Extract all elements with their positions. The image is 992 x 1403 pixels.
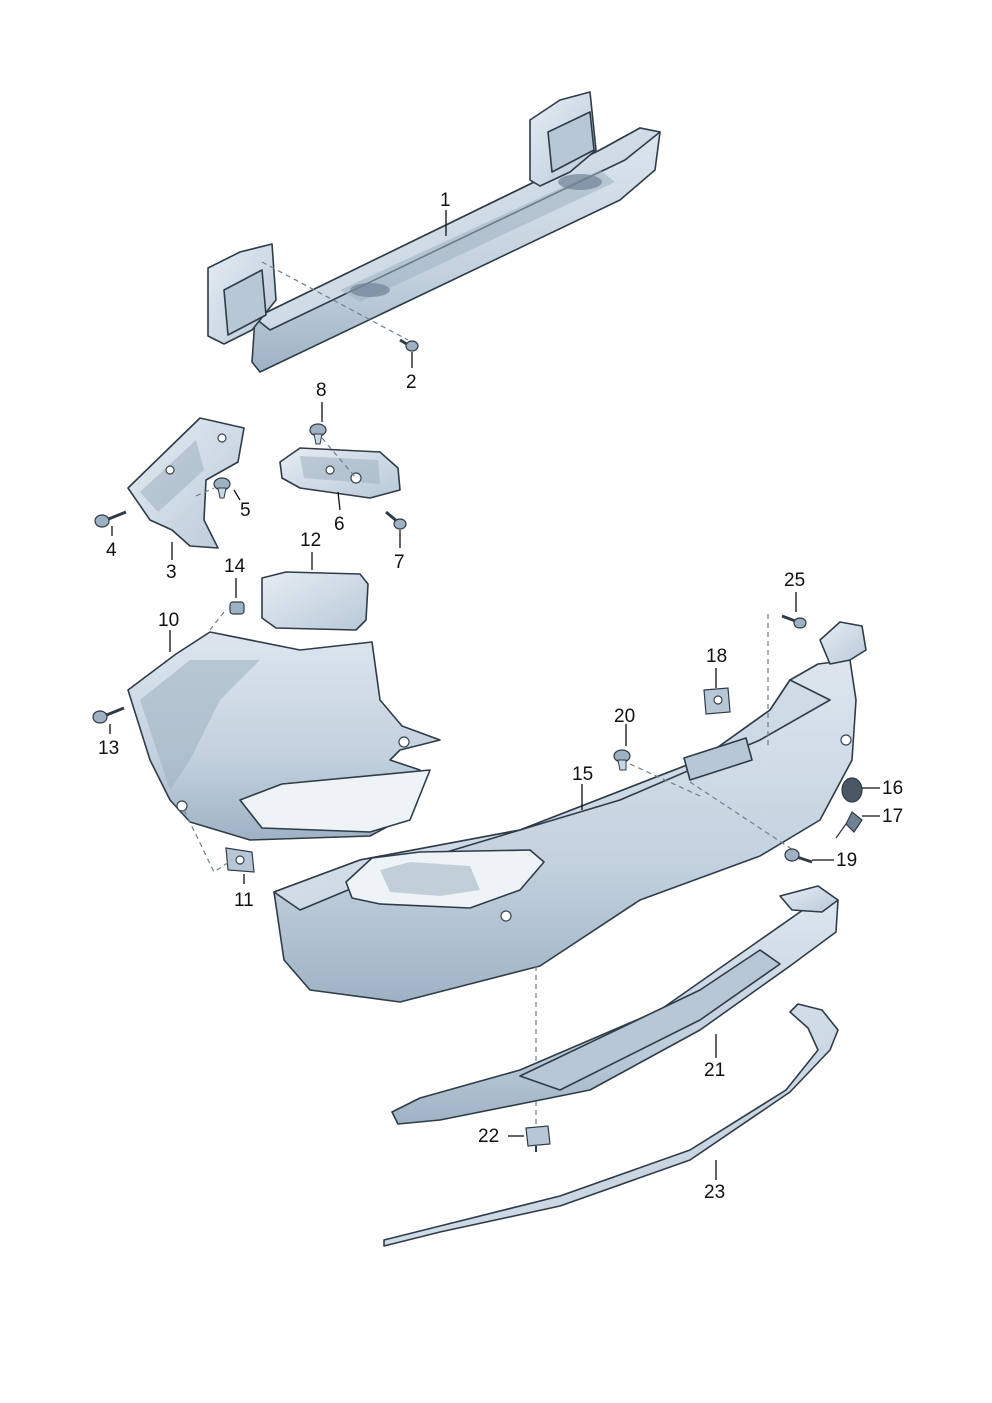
diffuser-21: [391, 885, 839, 1125]
callout-12: 12: [300, 530, 321, 551]
callout-18: 18: [706, 646, 727, 667]
nut-clip-11: [225, 847, 255, 873]
callout-19: 19: [836, 850, 857, 871]
leader-lines: [109, 210, 880, 1180]
callout-1: 1: [440, 190, 451, 211]
callout-25: 25: [784, 570, 805, 591]
clip-20: [613, 749, 631, 771]
assembly-line: [195, 487, 215, 497]
clip-22: [525, 1125, 551, 1152]
callout-22: 22: [478, 1126, 499, 1147]
callout-4: 4: [106, 540, 117, 561]
callout-16: 16: [882, 778, 903, 799]
callout-14: 14: [224, 556, 246, 577]
screw-4: [94, 510, 127, 528]
callout-21: 21: [704, 1060, 725, 1081]
bolt-2: [399, 338, 419, 352]
callout-3: 3: [166, 562, 177, 583]
clip-5: [213, 477, 231, 499]
clip-8: [309, 423, 327, 445]
assembly-line: [261, 261, 409, 341]
callout-labels: 1 2 8 5 6 4 3 7 12 14 10 13 11 25 18 20 …: [98, 190, 903, 1203]
callout-6: 6: [334, 514, 345, 535]
callout-10: 10: [158, 610, 179, 631]
callout-11: 11: [234, 890, 254, 911]
screw-13: [92, 706, 125, 724]
clip-14: [229, 601, 245, 615]
callout-8: 8: [316, 380, 327, 401]
callout-23: 23: [704, 1182, 725, 1203]
clip-17: [835, 811, 863, 839]
bumper-cover-15: [273, 621, 867, 1003]
callout-15: 15: [572, 764, 593, 785]
screw-25: [781, 614, 807, 629]
assembly-line: [629, 763, 701, 797]
center-bracket-6: [279, 447, 401, 499]
bracket-clip-18: [703, 687, 731, 715]
callout-7: 7: [394, 552, 405, 573]
left-bumper-corner-10: [127, 631, 441, 841]
screw-19: [784, 848, 813, 864]
cap-16: [841, 777, 863, 803]
trim-strip-23: [383, 1003, 839, 1247]
assembly-line: [183, 809, 233, 873]
callout-13: 13: [98, 738, 119, 759]
left-bracket-3: [127, 417, 245, 549]
reinforcement-beam: [207, 91, 661, 373]
assembly-line: [689, 781, 797, 853]
screw-7: [385, 510, 407, 530]
callout-17: 17: [882, 806, 903, 827]
assembly-line: [209, 611, 225, 631]
callout-5: 5: [240, 500, 251, 521]
callout-20: 20: [614, 706, 635, 727]
callout-2: 2: [406, 372, 417, 393]
cover-12: [261, 571, 369, 631]
